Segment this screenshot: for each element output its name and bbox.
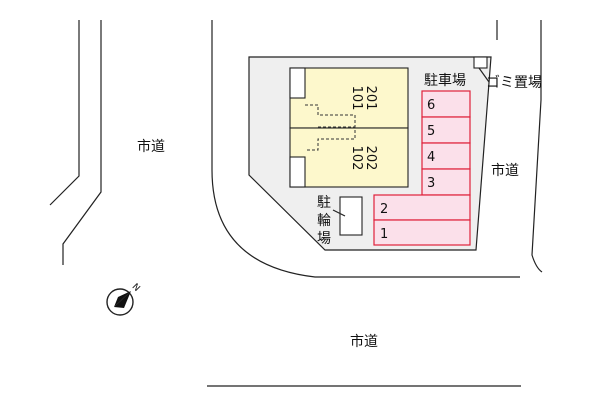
- apartment-building: 201 101 202 102: [289, 67, 409, 188]
- stall-number-4: 4: [427, 150, 435, 165]
- north-label: N: [130, 282, 142, 294]
- unit-block-upper: [289, 67, 409, 129]
- west-road: [49, 20, 102, 265]
- bike-label-2: 輪: [317, 212, 331, 229]
- bicycle-rack: [339, 196, 363, 236]
- bicycle-parking: 駐 輪 場: [317, 195, 363, 247]
- stall-number-3: 3: [427, 176, 435, 191]
- trash-station: [473, 56, 488, 69]
- road-label-east: 市道: [491, 162, 519, 179]
- parking-label: 駐車場: [424, 72, 466, 89]
- upper-entrance-notch: [289, 67, 306, 99]
- east-road-edge-right: [531, 20, 543, 273]
- lower-entrance-notch: [289, 156, 306, 188]
- stall-number-2: 2: [380, 202, 388, 217]
- parking-stall-3: [421, 168, 471, 196]
- west-road-inner-edge: [49, 20, 80, 206]
- east-road: [496, 20, 543, 273]
- parking-area: 6 5 4 3 2 1: [373, 90, 471, 246]
- parking-stall-6: [421, 90, 471, 118]
- road-label-south: 市道: [350, 333, 378, 350]
- parking-stall-2: [373, 194, 471, 221]
- bike-label-3: 場: [317, 231, 331, 247]
- room-201: 201: [363, 86, 378, 111]
- stall-number-6: 6: [427, 98, 435, 113]
- stall-number-5: 5: [427, 124, 435, 139]
- parking-stall-1: [373, 219, 471, 246]
- unit-block-lower: [289, 127, 409, 188]
- room-202: 202: [363, 146, 378, 171]
- room-102: 102: [349, 146, 364, 171]
- room-101: 101: [349, 86, 364, 111]
- curved-road-edge: [211, 20, 520, 278]
- trash-leader-line: [478, 67, 490, 83]
- stall-number-1: 1: [380, 227, 388, 242]
- west-road-outer-edge: [62, 20, 102, 265]
- north-arrow: N: [106, 282, 142, 316]
- bike-label-1: 駐: [317, 195, 331, 211]
- compass-needle-tail-icon: [114, 291, 131, 308]
- parking-stall-4: [421, 142, 471, 170]
- trash-label: ゴミ置場: [486, 74, 542, 91]
- bicycle-leader-line: [332, 209, 346, 217]
- road-label-west: 市道: [137, 138, 165, 155]
